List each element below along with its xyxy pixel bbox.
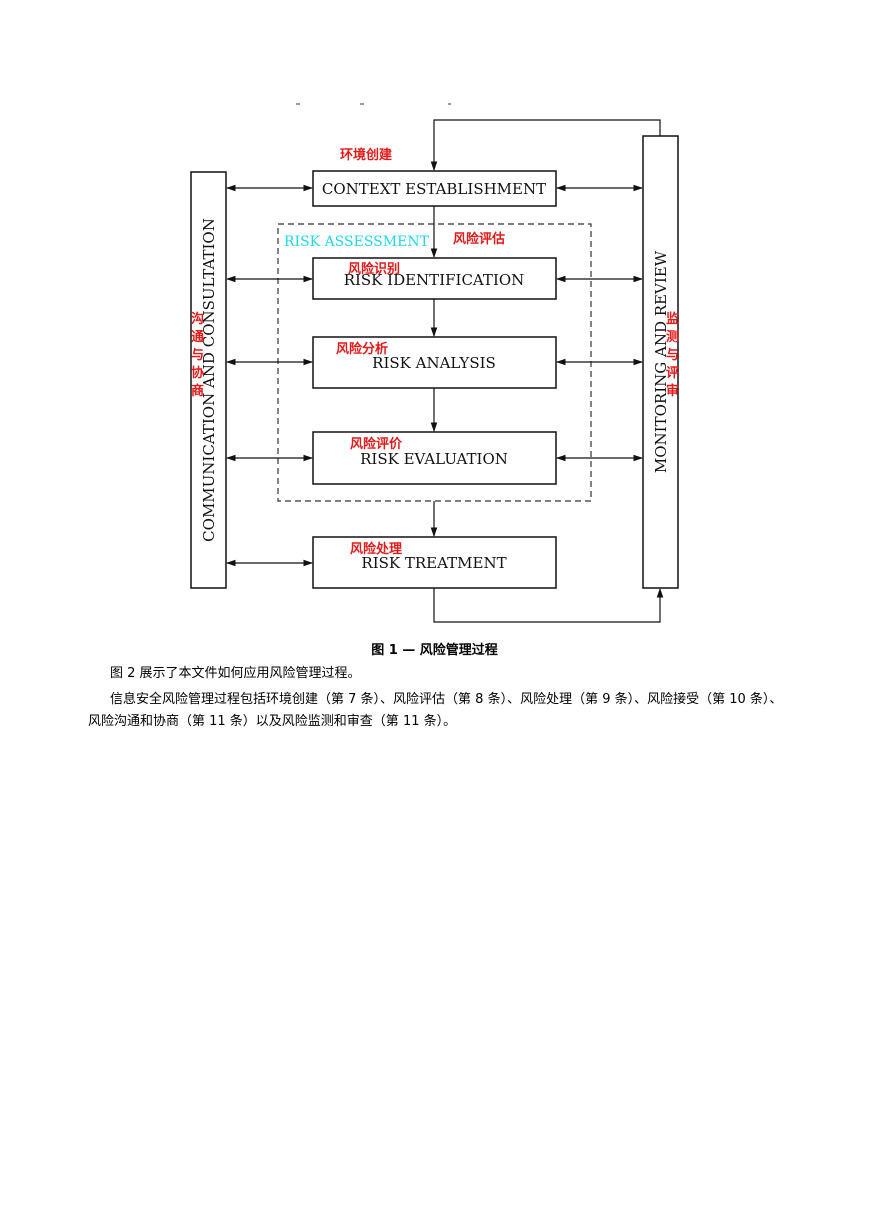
- right-annotation-char: 审: [666, 383, 679, 399]
- left-annotation-char: 沟: [191, 311, 204, 327]
- risk-management-diagram: RISK ASSESSMENT COMMUNICATION AND CONSUL…: [190, 103, 679, 623]
- right-annotation-char: 测: [666, 329, 679, 345]
- evaluation-annotation: 风险评价: [350, 436, 403, 452]
- monitoring-label: MONITORING AND REVIEW: [652, 250, 670, 473]
- identification-annotation: 风险识别: [348, 261, 400, 277]
- loop-to-monitoring: [433, 588, 664, 623]
- left-annotation-char: 商: [191, 383, 204, 399]
- context-box-label: CONTEXT ESTABLISHMENT: [322, 180, 546, 198]
- identification-box-label: RISK IDENTIFICATION: [344, 271, 525, 289]
- right-annotation-char: 监: [666, 311, 679, 327]
- left-annotation-char: 协: [191, 365, 204, 381]
- body-paragraph: 信息安全风险管理过程包括环境创建（第 7 条）、风险评估（第 8 条）、风险处理…: [88, 692, 783, 729]
- context-annotation: 环境创建: [340, 147, 392, 163]
- treatment-annotation: 风险处理: [350, 541, 402, 557]
- identification-box: [312, 257, 557, 300]
- left-annotation-char: 与: [191, 348, 204, 363]
- risk-assessment-label: RISK ASSESSMENT: [284, 234, 430, 250]
- analysis-box-label: RISK ANALYSIS: [372, 354, 496, 372]
- right-annotation-char: 评: [666, 366, 679, 381]
- evaluation-box: [312, 431, 557, 485]
- left-annotation-char: 通: [191, 329, 204, 345]
- context-box: [312, 170, 557, 207]
- loop-to-context: [430, 119, 661, 171]
- evaluation-box-label: RISK EVALUATION: [360, 450, 508, 468]
- communication-label: COMMUNICATION AND CONSULTATION: [200, 218, 218, 542]
- body-paragraph: 图 2 展示了本文件如何应用风险管理过程。: [110, 666, 361, 681]
- treatment-box-label: RISK TREATMENT: [361, 554, 506, 572]
- right-annotation-char: 与: [666, 348, 679, 363]
- assessment-annotation: 风险评估: [453, 231, 505, 247]
- communication-bar: [190, 171, 227, 589]
- analysis-annotation: 风险分析: [336, 341, 388, 357]
- figure-caption: 图 1 — 风险管理过程: [371, 643, 498, 658]
